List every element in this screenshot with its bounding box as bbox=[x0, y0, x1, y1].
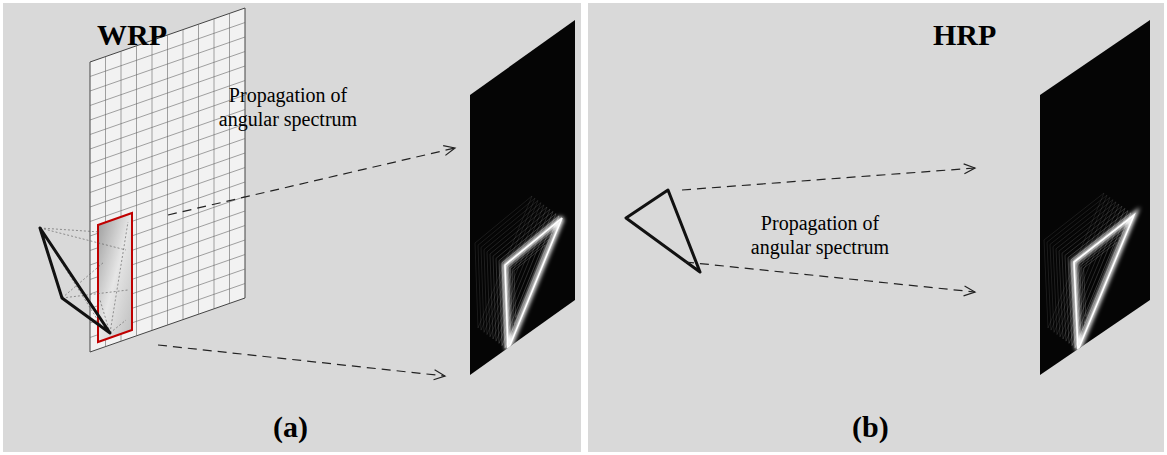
propagation-label: Propagation of angular spectrum bbox=[734, 211, 906, 259]
panel-ground bbox=[3, 3, 581, 452]
panel-label: (a) bbox=[273, 409, 308, 445]
projection-rays bbox=[40, 222, 128, 333]
propagation-arrow bbox=[685, 262, 975, 292]
triangle-object bbox=[40, 228, 110, 333]
hologram-plane bbox=[470, 20, 575, 375]
propagation-arrow bbox=[158, 345, 445, 376]
plane-label: HRP bbox=[933, 17, 996, 53]
figure-panel: HRP Propagation of angular spectrum (b) bbox=[588, 3, 1164, 452]
plane-label: WRP bbox=[97, 17, 167, 53]
wrp-grid bbox=[90, 13, 245, 346]
triangle-object bbox=[626, 190, 700, 272]
hologram-plane bbox=[1040, 20, 1150, 375]
panel-label: (b) bbox=[852, 409, 889, 445]
propagation-arrow bbox=[682, 168, 975, 190]
hologram-pattern bbox=[1044, 193, 1134, 350]
propagation-arrow bbox=[168, 148, 455, 215]
panel-ground bbox=[588, 3, 1164, 452]
wrp-plane bbox=[90, 8, 245, 352]
figure-panel: WRP Propagation of angular spectrum (a) bbox=[3, 3, 581, 452]
propagation-label: Propagation of angular spectrum bbox=[204, 83, 372, 131]
hologram-pattern bbox=[475, 196, 562, 350]
